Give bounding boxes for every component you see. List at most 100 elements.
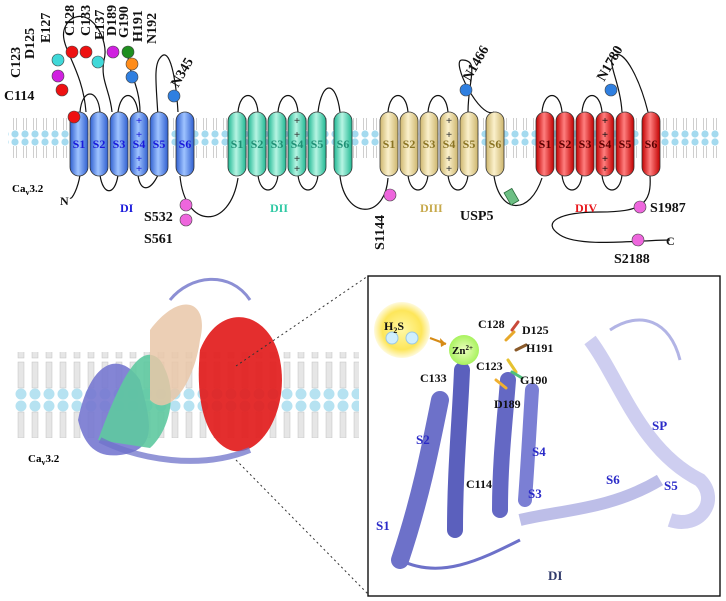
svg-text:+: + bbox=[136, 115, 142, 127]
site-N1780: N1780 bbox=[594, 43, 626, 84]
res-C114: C114 bbox=[4, 89, 34, 104]
inset-res-C114: C114 bbox=[466, 477, 492, 491]
structure-3d: Cav3.2 bbox=[14, 275, 369, 595]
zoom-line-top bbox=[235, 275, 369, 367]
helix-DIV-S3 bbox=[575, 111, 595, 177]
helix-S3 bbox=[492, 372, 516, 518]
helix-DIII-S3 bbox=[419, 111, 439, 177]
h2s-label: H2S bbox=[384, 319, 404, 335]
inset-helix-S2: S2 bbox=[416, 432, 430, 447]
seg-DII-S6: S6 bbox=[337, 137, 350, 151]
domain-label-DI: DI bbox=[120, 201, 134, 215]
zinc-ion bbox=[449, 335, 479, 365]
site-S1144: S1144 bbox=[373, 215, 388, 250]
helix-DII-S2 bbox=[247, 111, 267, 177]
helix-DIV-S4 bbox=[595, 111, 615, 177]
inset-helix-S3: S3 bbox=[528, 486, 542, 501]
domain-label-DII: DII bbox=[270, 201, 288, 215]
res-E127: E127 bbox=[39, 13, 54, 43]
helix-S4 bbox=[518, 383, 539, 507]
inset-res-C128: C128 bbox=[478, 317, 505, 331]
seg-DIII-S3: S3 bbox=[423, 137, 436, 151]
svg-text:+: + bbox=[294, 153, 300, 165]
res-C128: C128 bbox=[63, 5, 78, 36]
seg-DI-S4: S4 bbox=[133, 137, 146, 151]
inset-res-C133: C133 bbox=[420, 371, 447, 385]
seg-DII-S4: S4 bbox=[291, 137, 304, 151]
topology-diagram: S1 S2 S3 S4 S5 S6 S1 S2 S3 S4 S5 S6 S1 S… bbox=[4, 5, 720, 267]
inset-domain-label: DI bbox=[548, 568, 562, 583]
helix-DI-S1 bbox=[69, 111, 89, 177]
helix-DI-S6 bbox=[175, 111, 195, 177]
inset-panel: H2S Zn2+ C128 D125 H191 C123 G190 C133 D… bbox=[367, 275, 721, 597]
seg-DII-S2: S2 bbox=[251, 137, 264, 151]
site-S532: S532 bbox=[144, 210, 173, 225]
glyco-sites bbox=[167, 83, 618, 103]
seg-DIV-S2: S2 bbox=[559, 137, 572, 151]
svg-text:+: + bbox=[446, 163, 452, 175]
seg-DII-S3: S3 bbox=[271, 137, 284, 151]
res-G190: G190 bbox=[117, 6, 132, 38]
helix-DIV-S5 bbox=[615, 111, 635, 177]
svg-text:+: + bbox=[602, 115, 608, 127]
inset-res-C123: C123 bbox=[476, 359, 503, 373]
diii-domain-cartoon bbox=[150, 304, 202, 406]
zoom-line-bottom bbox=[235, 459, 369, 595]
svg-text:+: + bbox=[294, 163, 300, 175]
helix-DI-S5 bbox=[149, 111, 169, 177]
di-residue-sites bbox=[51, 45, 139, 124]
helix-S2 bbox=[447, 362, 470, 538]
helix-DI-S4 bbox=[129, 111, 149, 177]
svg-text:+: + bbox=[136, 163, 142, 175]
svg-text:+: + bbox=[446, 153, 452, 165]
svg-text:+: + bbox=[294, 115, 300, 127]
seg-DIII-S6: S6 bbox=[489, 137, 502, 151]
div-domain-cartoon bbox=[198, 317, 282, 452]
svg-text:+: + bbox=[446, 129, 452, 141]
helix-DII-S4 bbox=[287, 111, 307, 177]
seg-DIV-S5: S5 bbox=[619, 137, 632, 151]
site-S561: S561 bbox=[144, 232, 173, 247]
helix-S1 bbox=[391, 391, 449, 569]
helix-DIII-S6 bbox=[485, 111, 505, 177]
inset-helix-S6: S6 bbox=[606, 472, 620, 487]
seg-DIV-S6: S6 bbox=[645, 137, 658, 151]
residue-sticks bbox=[494, 320, 528, 390]
loop-connectors bbox=[63, 15, 671, 244]
seg-DII-S1: S1 bbox=[231, 137, 244, 151]
inset-helix-S5: S5 bbox=[664, 478, 678, 493]
seg-DI-S3: S3 bbox=[113, 137, 126, 151]
helix-DIII-S2 bbox=[399, 111, 419, 177]
helix-DIII-S4 bbox=[439, 111, 459, 177]
channel-label-topology: Cav3.2 bbox=[12, 183, 44, 197]
helices bbox=[69, 111, 661, 177]
helix-DII-S5 bbox=[307, 111, 327, 177]
phospho-sites bbox=[179, 188, 647, 247]
res-D125: D125 bbox=[23, 28, 38, 59]
helix-DI-S3 bbox=[109, 111, 129, 177]
site-S1987: S1987 bbox=[650, 201, 686, 216]
di-residue-labels: C114 C123 D125 E127 C128 C133 E137 D189 … bbox=[4, 5, 160, 104]
seg-DI-S2: S2 bbox=[93, 137, 106, 151]
domain-label-DIII: DIII bbox=[420, 201, 443, 215]
res-C133: C133 bbox=[79, 5, 94, 36]
seg-DIV-S1: S1 bbox=[539, 137, 552, 151]
seg-DII-S5: S5 bbox=[311, 137, 324, 151]
seg-DI-S1: S1 bbox=[73, 137, 86, 151]
usp5-marker bbox=[503, 187, 520, 206]
svg-text:+: + bbox=[136, 153, 142, 165]
inset-helix-SP: SP bbox=[652, 418, 667, 433]
seg-DIV-S3: S3 bbox=[579, 137, 592, 151]
h2s-glow bbox=[374, 302, 430, 358]
helix-DIV-S1 bbox=[535, 111, 555, 177]
helix-DII-S6 bbox=[333, 111, 353, 177]
seg-DIII-S4: S4 bbox=[443, 137, 456, 151]
inset-res-D125: D125 bbox=[522, 323, 549, 337]
helix-DIII-S1 bbox=[379, 111, 399, 177]
domain-label-DIV: DIV bbox=[575, 201, 597, 215]
svg-text:+: + bbox=[602, 153, 608, 165]
res-C123: C123 bbox=[9, 47, 24, 78]
inset-helix-S4: S4 bbox=[532, 444, 546, 459]
helix-DII-S3 bbox=[267, 111, 287, 177]
